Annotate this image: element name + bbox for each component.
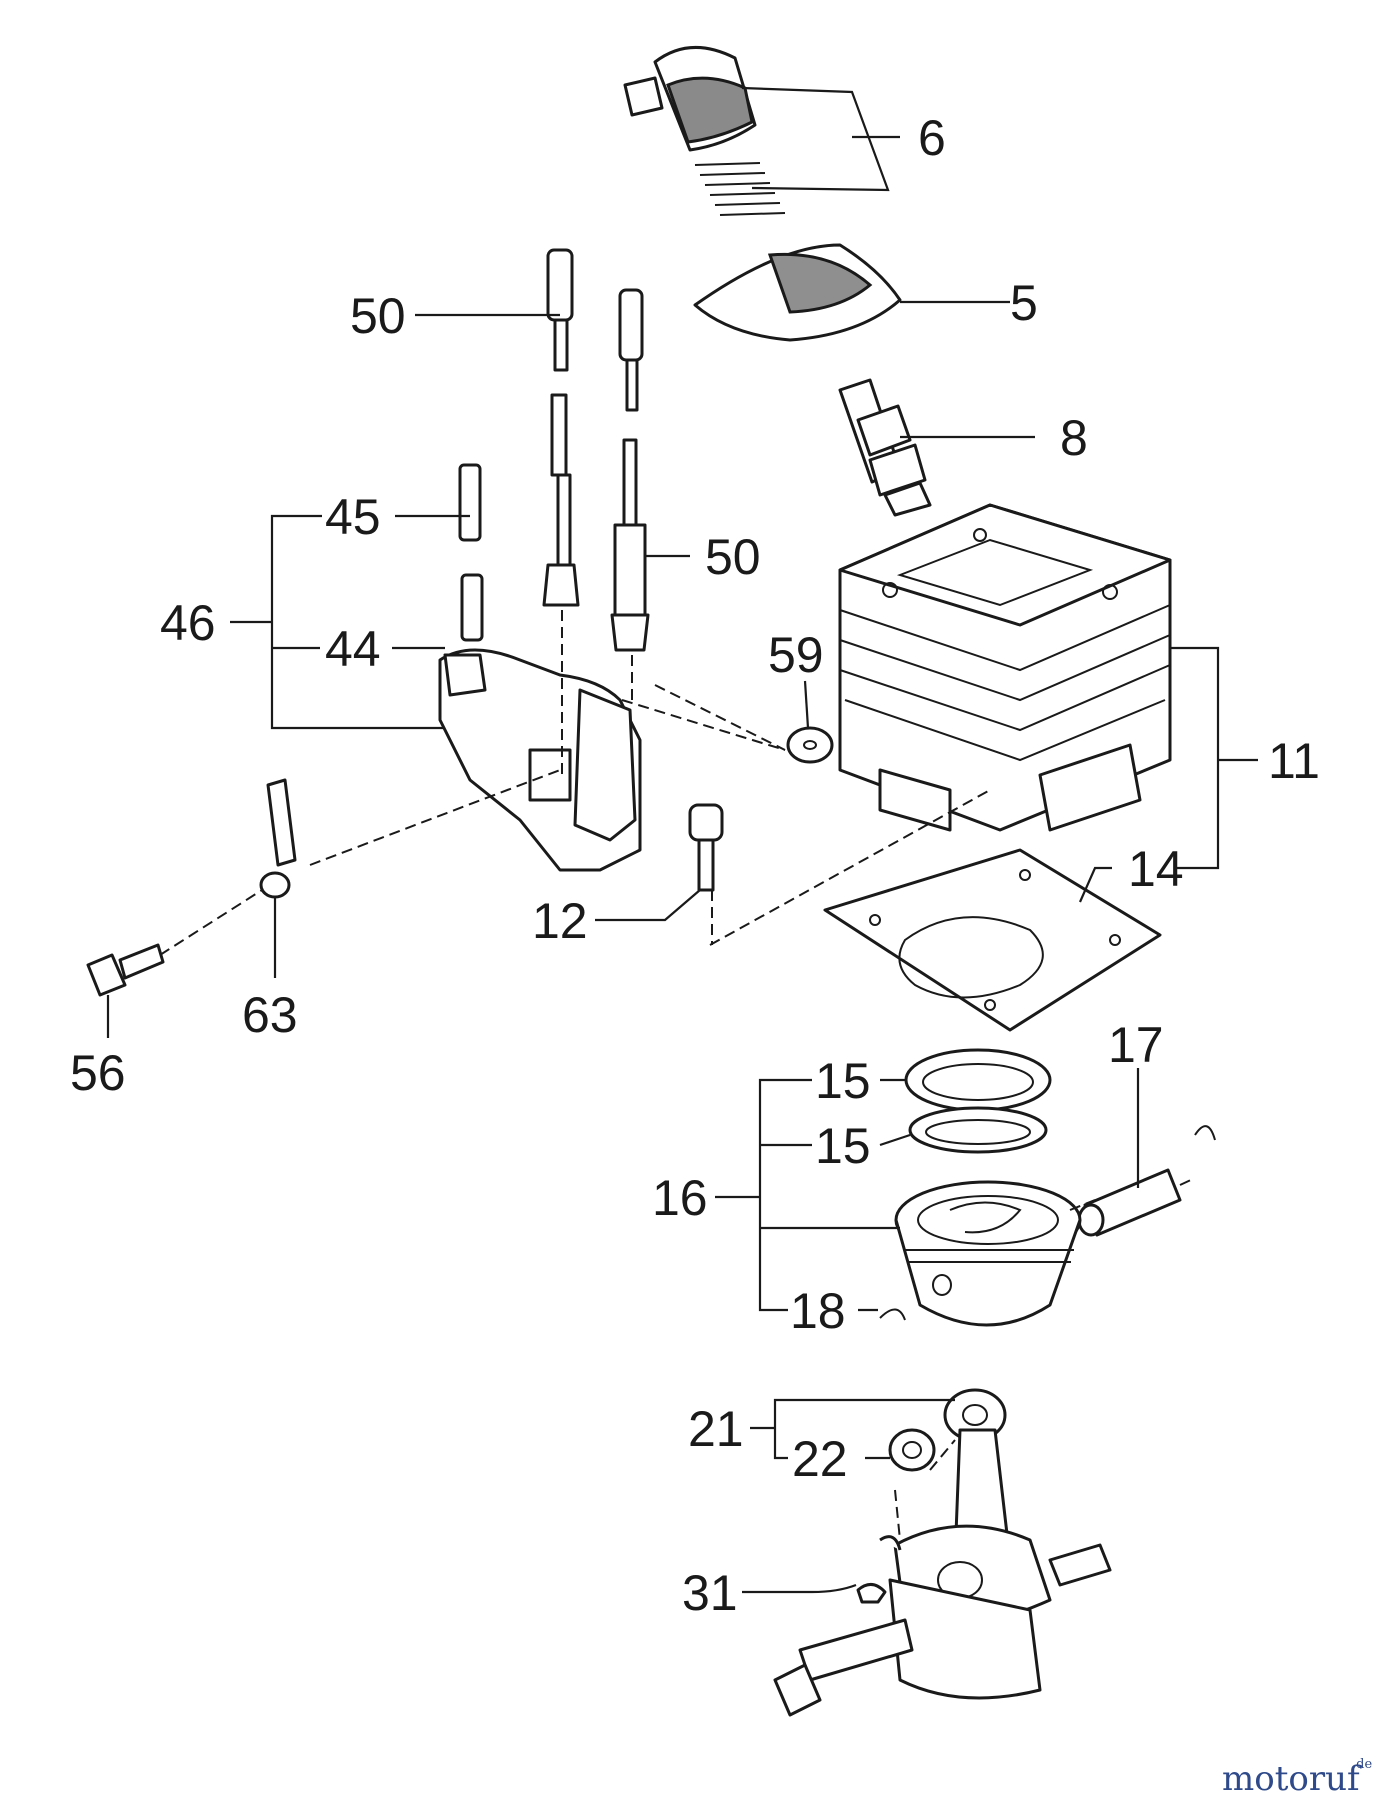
part-31-key — [856, 1583, 887, 1604]
callout-50-upper: 50 — [350, 288, 406, 344]
callout-44: 44 — [325, 621, 381, 677]
part-44-ignition-coil — [438, 648, 642, 872]
part-21-crankshaft — [773, 1388, 1112, 1717]
callout-16: 16 — [652, 1170, 708, 1226]
part-22-bearing — [888, 1428, 936, 1472]
part-12-bolt — [688, 803, 724, 892]
callout-59: 59 — [768, 627, 824, 683]
callout-21: 21 — [688, 1401, 744, 1457]
callout-5: 5 — [1010, 275, 1038, 331]
callout-labels: 6 5 50 8 45 50 46 44 59 11 14 12 63 56 1… — [70, 110, 1320, 1621]
brand-tld: .de — [1352, 1757, 1372, 1772]
callout-15a: 15 — [815, 1053, 871, 1109]
part-5-filter-cover — [693, 243, 902, 342]
callout-56: 56 — [70, 1045, 126, 1101]
callout-15b: 15 — [815, 1118, 871, 1174]
part-18-clip — [879, 1308, 906, 1321]
callout-22: 22 — [792, 1431, 848, 1487]
callout-31: 31 — [682, 1565, 738, 1621]
part-50-leads — [542, 393, 650, 652]
part-50-terminals — [546, 248, 644, 412]
part-17-piston-pin — [1077, 1125, 1216, 1237]
callout-12: 12 — [532, 893, 588, 949]
callout-18: 18 — [790, 1283, 846, 1339]
callout-8: 8 — [1060, 410, 1088, 466]
callout-17: 17 — [1108, 1017, 1164, 1073]
callout-14: 14 — [1128, 841, 1184, 897]
part-15-piston-rings — [904, 1048, 1052, 1154]
part-63-clamp — [259, 778, 297, 899]
part-6-air-filter — [623, 46, 786, 216]
callout-11: 11 — [1268, 733, 1320, 789]
callout-45: 45 — [325, 489, 381, 545]
part-45-stud — [458, 463, 484, 642]
brand-name: motoruf — [1222, 1759, 1362, 1799]
part-8-spark-plug — [838, 378, 932, 517]
part-11-cylinder — [838, 503, 1172, 832]
callout-63: 63 — [242, 987, 298, 1043]
leader-lines — [106, 86, 1258, 1594]
assembly-axes — [159, 610, 1196, 1541]
part-56-screw — [86, 943, 165, 997]
part-16-piston — [894, 1180, 1082, 1327]
callout-50-lower: 50 — [705, 529, 761, 585]
callout-46: 46 — [160, 595, 216, 651]
brand-watermark: motoruf .de — [1222, 1757, 1372, 1799]
callout-6: 6 — [918, 110, 946, 166]
part-59-washer — [786, 726, 834, 764]
part-14-gasket — [823, 848, 1162, 1032]
